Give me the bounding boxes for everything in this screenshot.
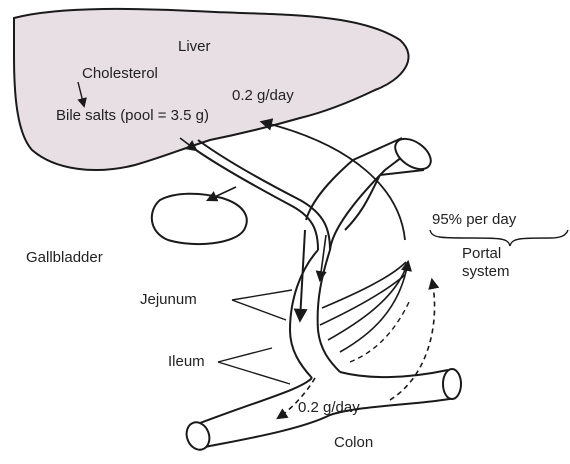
jejunum-leader-upper xyxy=(232,290,292,300)
portal-return-path-4 xyxy=(322,262,406,308)
colon-left-opening xyxy=(183,419,213,453)
portal-label-line2: system xyxy=(462,263,510,280)
ileum-label: Ileum xyxy=(168,353,205,370)
colon-tube-top xyxy=(195,378,312,425)
intestine-upper-opening xyxy=(390,133,437,176)
synthesis-rate-label: 0.2 g/day xyxy=(232,87,294,104)
jejunum-leader-lower xyxy=(232,300,286,320)
liver-shape xyxy=(14,9,409,170)
ileum-leader-lower xyxy=(218,362,290,384)
reabsorption-label: 95% per day xyxy=(432,211,517,228)
colon-label: Colon xyxy=(334,434,373,451)
colon-tube-bottom xyxy=(340,370,448,377)
small-intestine-wall-outer xyxy=(290,250,318,378)
portal-label-line1: Portal xyxy=(462,245,501,262)
jejunum-label: Jejunum xyxy=(140,291,197,308)
gallbladder-shape xyxy=(152,194,247,244)
portal-brace xyxy=(430,230,568,246)
ileum-leader-upper xyxy=(218,348,272,362)
excretion-rate-label: 0.2 g/day xyxy=(298,399,360,416)
gallbladder-label: Gallbladder xyxy=(26,249,103,266)
bile-salts-label: Bile salts (pool = 3.5 g) xyxy=(56,107,209,124)
small-intestine-left-wall xyxy=(330,152,408,250)
cholesterol-label: Cholesterol xyxy=(82,65,158,82)
colon-right-opening xyxy=(443,369,461,399)
liver-label: Liver xyxy=(178,38,211,55)
portal-return-path-main xyxy=(262,122,405,240)
portal-return-path-2 xyxy=(328,270,405,340)
portal-return-path-1 xyxy=(340,262,408,352)
colon-reabsorption-dashed-2 xyxy=(350,300,410,362)
